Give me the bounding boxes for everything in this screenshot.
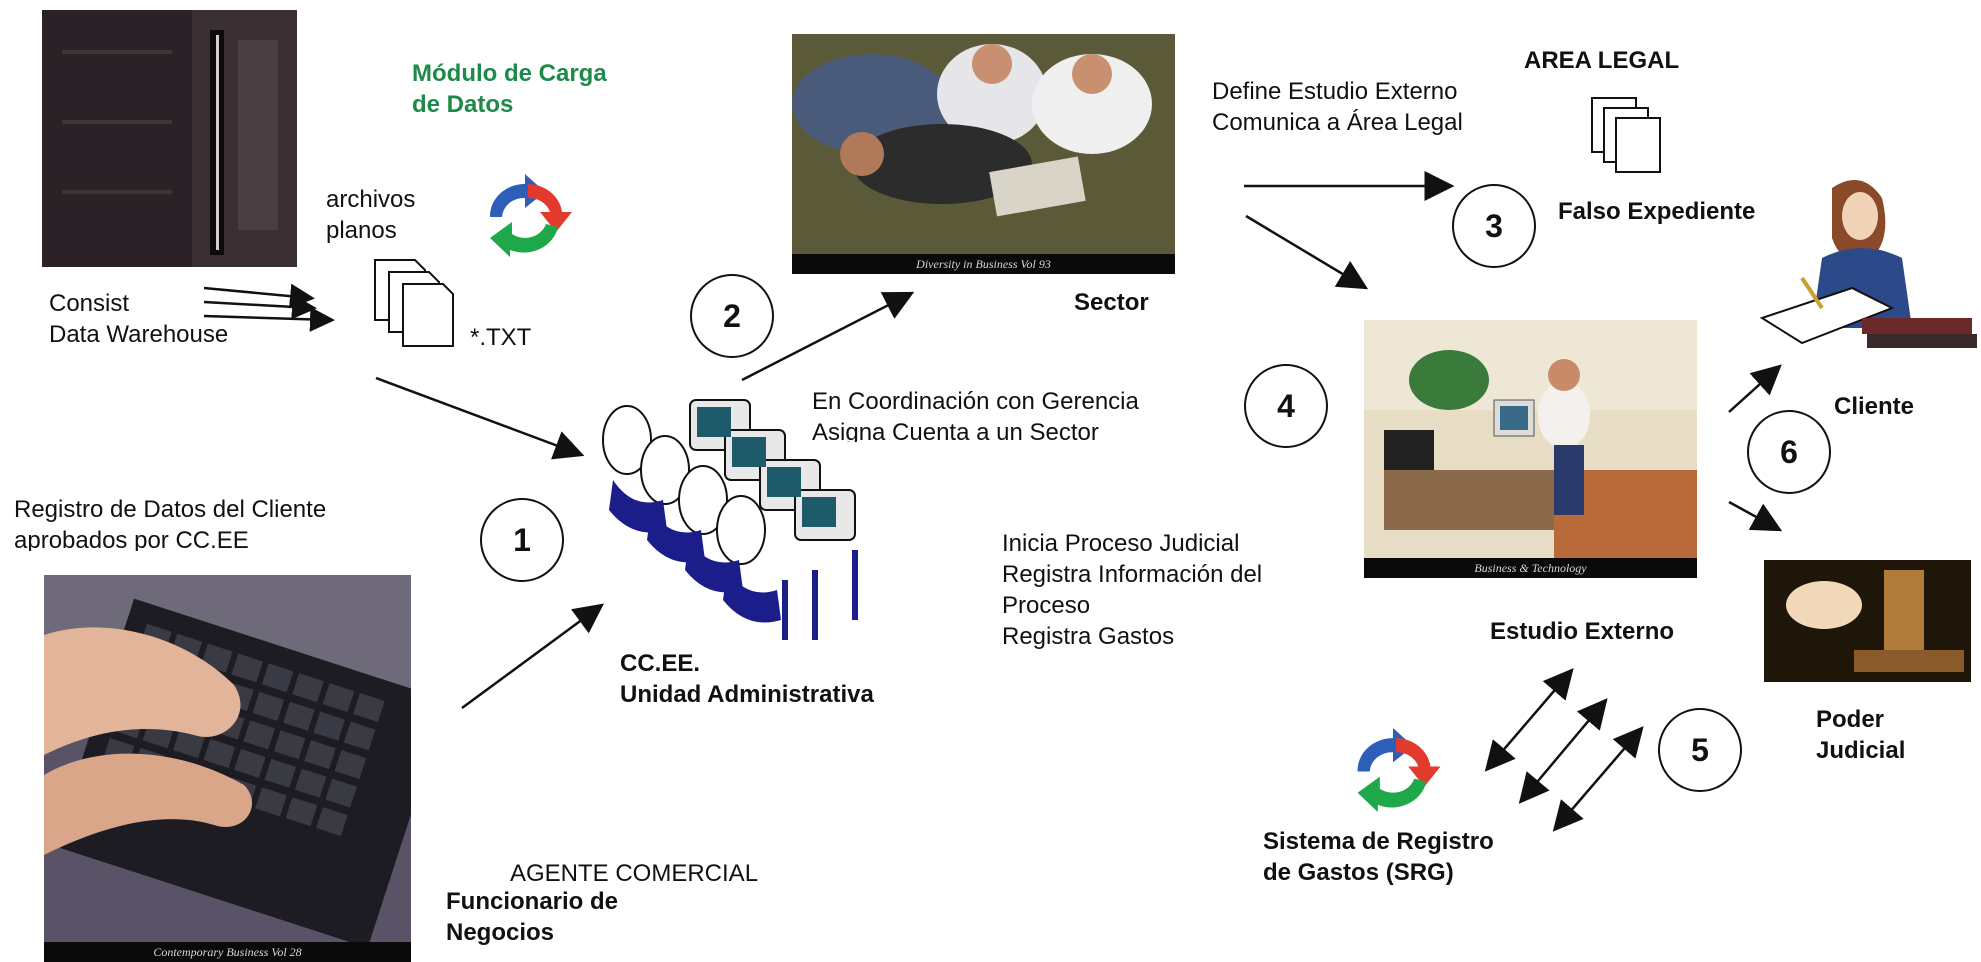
poder-judicial-photo: [1764, 560, 1971, 682]
ccee-workers-illustration: [585, 370, 885, 650]
agente-comercial-label: AGENTE COMERCIAL: [510, 860, 759, 882]
funcionario-label: Funcionario de Negocios: [446, 888, 619, 946]
define-estudio-label: Define Estudio Externo Comunica a Área L…: [1212, 78, 1463, 136]
step-2-circle: 2: [690, 274, 774, 358]
registro-cliente-label: Registro de Datos del Cliente aprobados …: [14, 496, 327, 551]
arrow-srg-2: [1518, 698, 1608, 804]
inicia-proceso-label: Inicia Proceso Judicial Registra Informa…: [1002, 530, 1263, 650]
step-5-circle: 5: [1658, 708, 1742, 792]
sector-photo-caption: Diversity in Business Vol 93: [792, 254, 1175, 274]
coordinacion-label: En Coordinación con Gerencia Asigna Cuen…: [812, 388, 1139, 442]
arrow-to-poder-judicial: [1728, 500, 1783, 532]
estudio-externo-photo: Business & Technology: [1364, 320, 1697, 578]
txt-extension-label: *.TXT: [470, 324, 532, 351]
documents-icon: [1590, 96, 1662, 176]
estudio-photo-caption: Business & Technology: [1364, 558, 1697, 578]
archivos-planos-label: archivos planos: [326, 186, 416, 244]
srg-recycle-icon: [1337, 726, 1449, 812]
consist-label: Consist Data Warehouse: [49, 290, 229, 348]
sector-label: Sector: [1074, 289, 1149, 316]
cliente-illustration: [1759, 168, 1981, 360]
arrow-to-cliente: [1728, 364, 1782, 413]
server-image: [42, 10, 297, 267]
poder-judicial-label: Poder Judicial: [1816, 706, 1906, 764]
files-icon: [373, 258, 465, 348]
step-3-circle: 3: [1452, 184, 1536, 268]
arrow-srg-3: [1552, 726, 1644, 832]
step-4-circle: 4: [1244, 364, 1328, 448]
falso-expediente-label: Falso Expediente: [1558, 198, 1756, 225]
modulo-carga-title: Módulo de Carga de Datos: [412, 60, 607, 118]
sector-photo: Diversity in Business Vol 93: [792, 34, 1175, 274]
keyboard-photo: Contemporary Business Vol 28: [44, 575, 411, 962]
step-6-circle: 6: [1747, 410, 1831, 494]
estudio-externo-label: Estudio Externo: [1490, 618, 1675, 645]
arrow-srg-1: [1484, 668, 1574, 772]
step-1-circle: 1: [480, 498, 564, 582]
ccee-label: CC.EE. Unidad Administrativa: [620, 650, 874, 708]
area-legal-title: AREA LEGAL: [1524, 47, 1680, 74]
recycle-icon: [470, 172, 580, 257]
srg-label: Sistema de Registro de Gastos (SRG): [1263, 828, 1494, 886]
arrow-funcionario-to-ccee: [461, 603, 605, 710]
arrow-to-estudio: [1245, 214, 1369, 290]
warehouse-arrows: [203, 283, 335, 332]
keyboard-photo-caption: Contemporary Business Vol 28: [44, 942, 411, 962]
cliente-label: Cliente: [1834, 393, 1915, 420]
arrow-files-to-ccee: [375, 376, 585, 460]
